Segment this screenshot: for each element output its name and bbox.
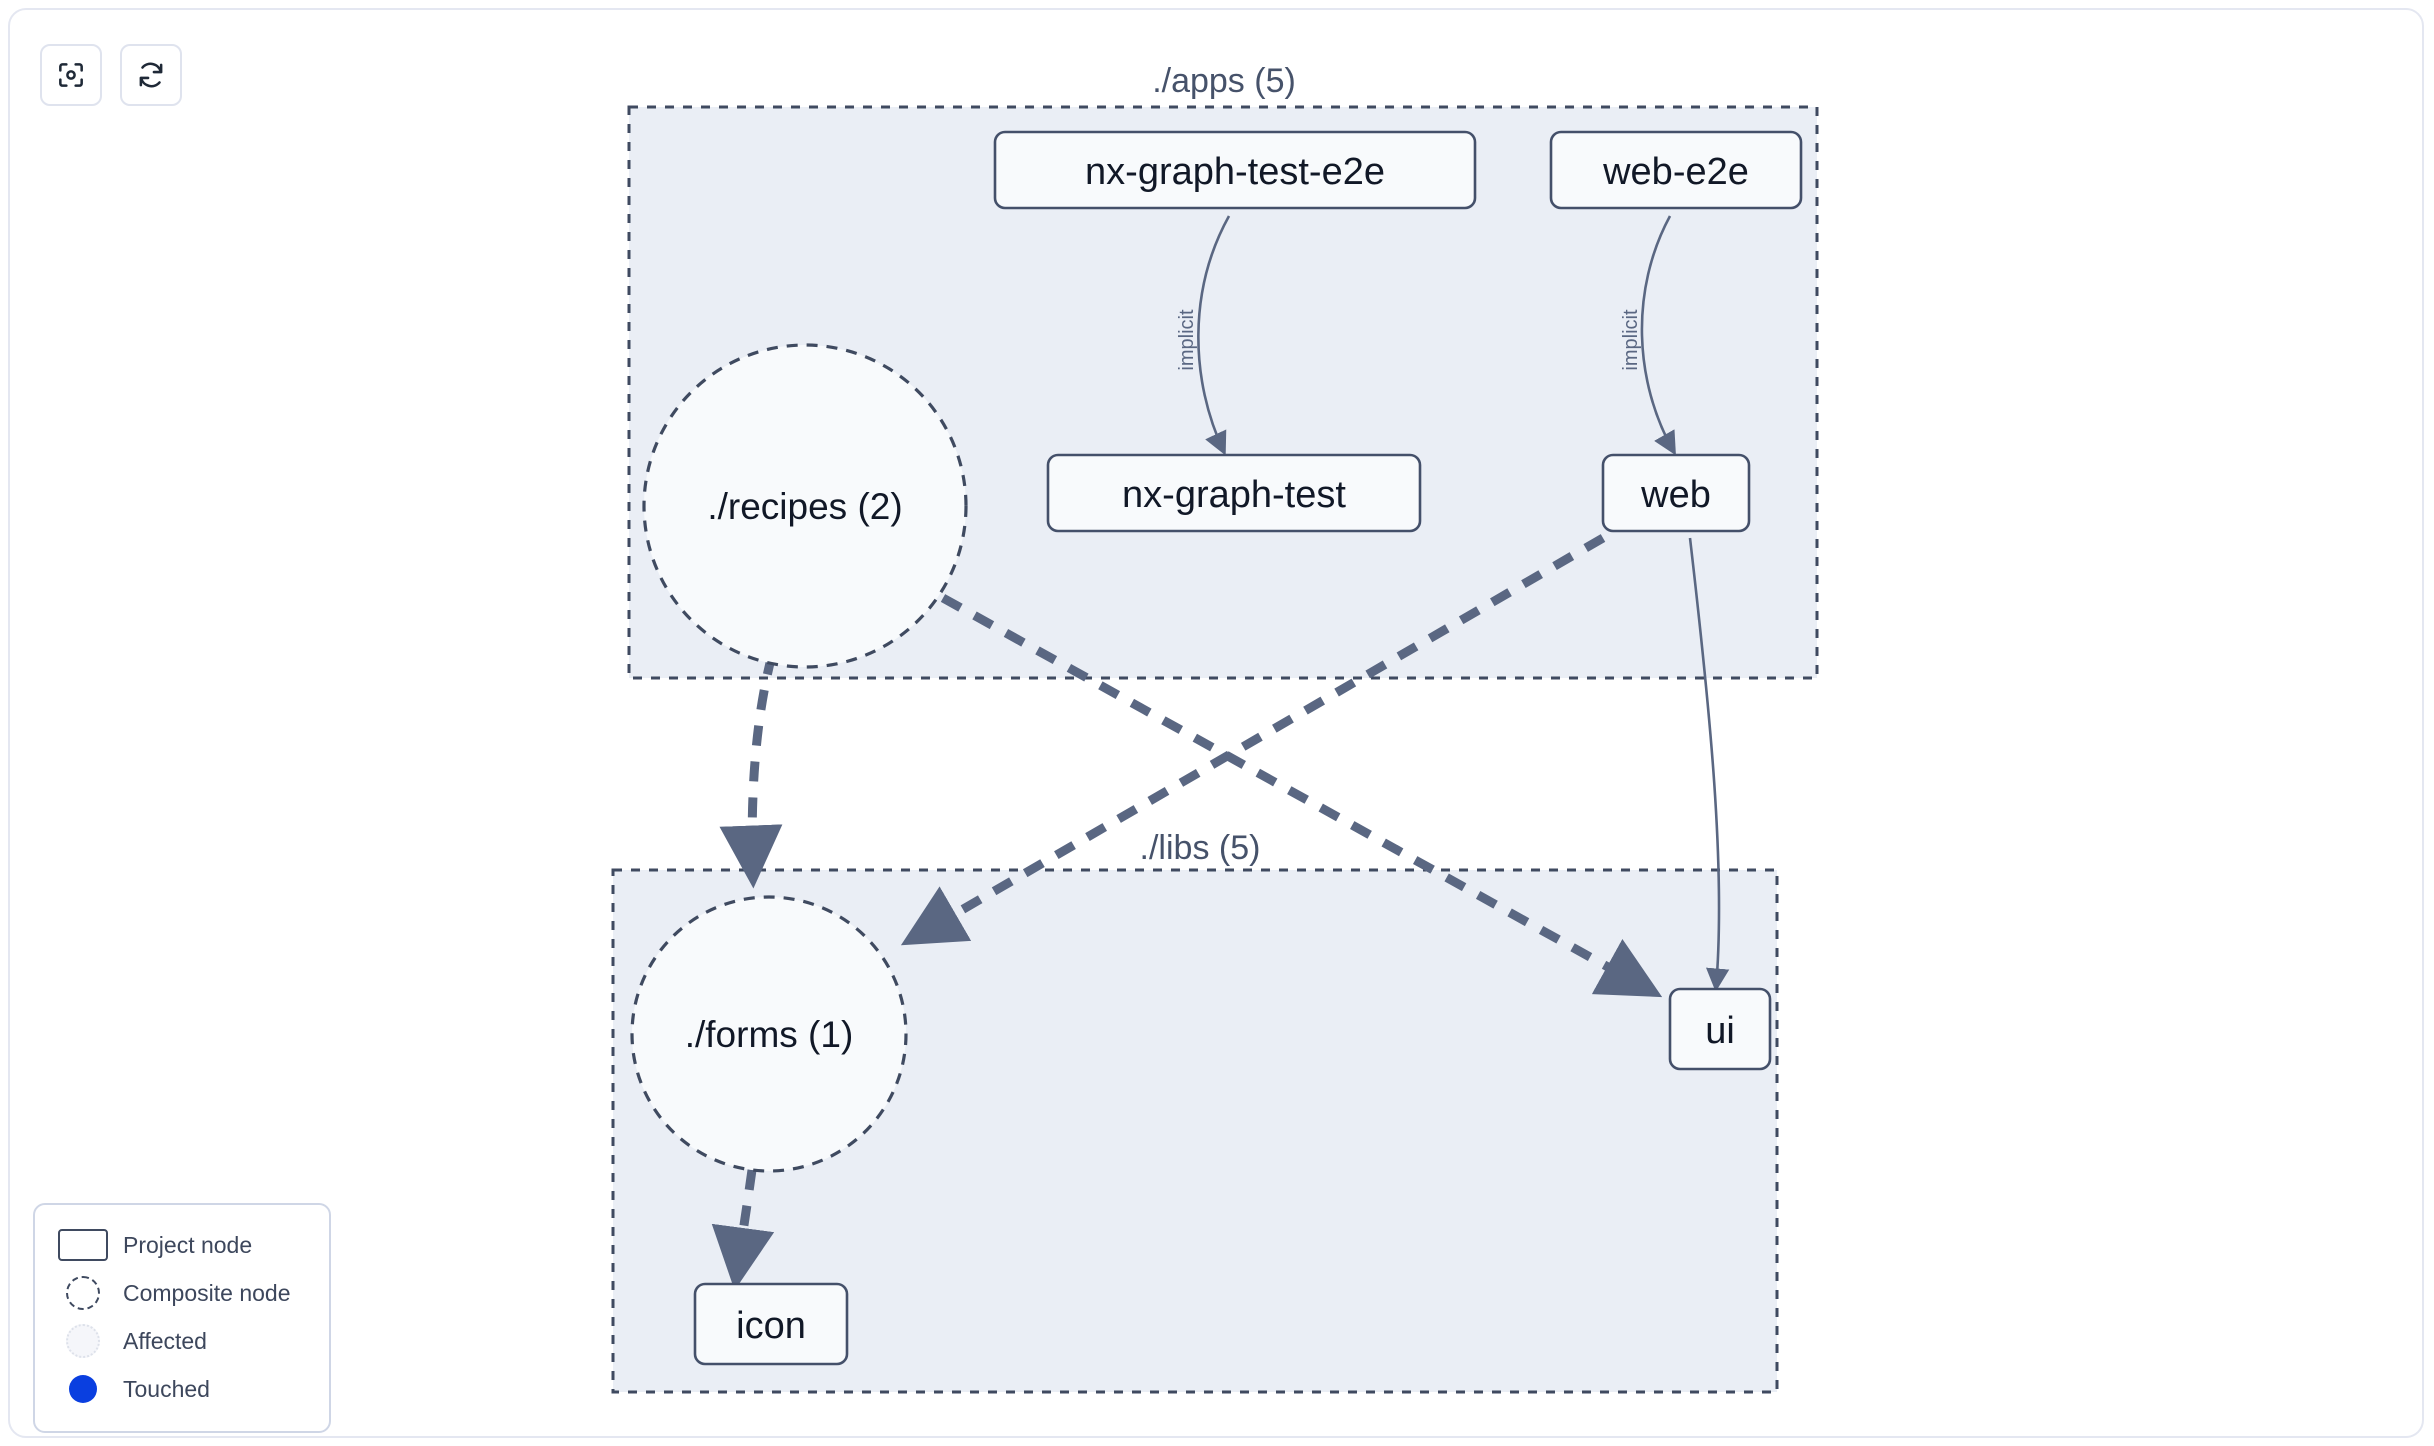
project-node-icon-box[interactable] [693, 1282, 849, 1366]
legend-item-touched: Touched [57, 1365, 307, 1413]
composite-node-forms[interactable]: ./forms (1) [630, 895, 908, 1173]
project-graph-canvas[interactable]: ./apps (5) ./libs (5) implicit [10, 10, 2424, 1438]
project-node-ui[interactable]: ui [1668, 987, 1772, 1071]
edge-web-to-ui-path[interactable] [1688, 537, 1730, 992]
edge-nx-graph-test-e2e-to-nx-graph-test[interactable]: implicit [1176, 215, 1231, 456]
edge-web-e2e-to-web[interactable]: implicit [1620, 215, 1676, 456]
project-node-web-e2e-label: web-e2e [1602, 151, 1749, 193]
composite-node-recipes-label: ./recipes (2) [707, 486, 902, 527]
edge-web-to-forms[interactable] [900, 534, 1606, 946]
project-node-nx-graph-test-box[interactable] [1046, 453, 1422, 533]
legend-item-composite-node: Composite node [57, 1269, 307, 1317]
composite-node-swatch [57, 1276, 109, 1310]
refresh-graph-button[interactable] [120, 44, 182, 106]
project-node-nx-graph-test-e2e[interactable]: nx-graph-test-e2e [993, 130, 1477, 210]
edge-forms-to-icon-path[interactable] [711, 1169, 775, 1291]
edge-label-implicit-nx-graph-test: implicit [1176, 309, 1198, 371]
project-node-web-e2e-box[interactable] [1549, 130, 1803, 210]
project-node-swatch [57, 1229, 109, 1261]
project-node-web-label: web [1640, 474, 1711, 516]
edge-recipes-to-forms[interactable] [719, 653, 783, 889]
touched-swatch [57, 1375, 109, 1403]
edge-nx-graph-test-e2e-to-nx-graph-test-path[interactable] [1197, 215, 1231, 456]
project-node-icon-label: icon [736, 1305, 806, 1347]
legend-item-project-node: Project node [57, 1221, 307, 1269]
focus-graph-button[interactable] [40, 44, 102, 106]
composite-node-recipes[interactable]: ./recipes (2) [642, 343, 968, 669]
composite-node-forms-circle[interactable] [630, 895, 908, 1173]
composite-node-forms-label: ./forms (1) [685, 1014, 854, 1055]
project-node-ui-box[interactable] [1668, 987, 1772, 1071]
project-node-web-e2e[interactable]: web-e2e [1549, 130, 1803, 210]
affected-swatch [57, 1324, 109, 1358]
group-apps-label: ./apps (5) [1152, 62, 1296, 100]
edge-web-to-forms-path[interactable] [900, 534, 1606, 946]
legend-item-affected: Affected [57, 1317, 307, 1365]
project-node-icon[interactable]: icon [693, 1282, 849, 1366]
graph-legend: Project node Composite node Affected Tou… [33, 1203, 331, 1433]
edge-web-e2e-to-web-path[interactable] [1640, 215, 1676, 456]
viewfinder-focus-icon [55, 59, 87, 91]
project-node-nx-graph-test[interactable]: nx-graph-test [1046, 453, 1422, 533]
project-node-web[interactable]: web [1601, 453, 1751, 533]
project-node-web-box[interactable] [1601, 453, 1751, 533]
group-libs-label: ./libs (5) [1140, 829, 1261, 867]
legend-label-project-node: Project node [123, 1231, 253, 1258]
edge-recipes-to-forms-path[interactable] [719, 653, 783, 889]
edge-recipes-to-ui-path[interactable] [940, 594, 1663, 998]
project-node-nx-graph-test-label: nx-graph-test [1122, 474, 1346, 516]
graph-app-frame: ./apps (5) ./libs (5) implicit [8, 8, 2424, 1438]
refresh-icon [135, 59, 167, 91]
legend-label-affected: Affected [123, 1327, 207, 1354]
graph-toolbar [40, 44, 182, 106]
project-node-ui-label: ui [1705, 1010, 1735, 1052]
edge-forms-to-icon[interactable] [711, 1169, 775, 1291]
project-node-nx-graph-test-e2e-label: nx-graph-test-e2e [1085, 151, 1385, 193]
edge-label-implicit-web: implicit [1620, 309, 1642, 371]
edge-web-to-ui[interactable] [1688, 537, 1730, 992]
project-node-nx-graph-test-e2e-box[interactable] [993, 130, 1477, 210]
composite-node-recipes-circle[interactable] [642, 343, 968, 669]
legend-label-touched: Touched [123, 1375, 210, 1402]
edge-recipes-to-ui[interactable] [940, 594, 1663, 998]
legend-label-composite-node: Composite node [123, 1279, 291, 1306]
